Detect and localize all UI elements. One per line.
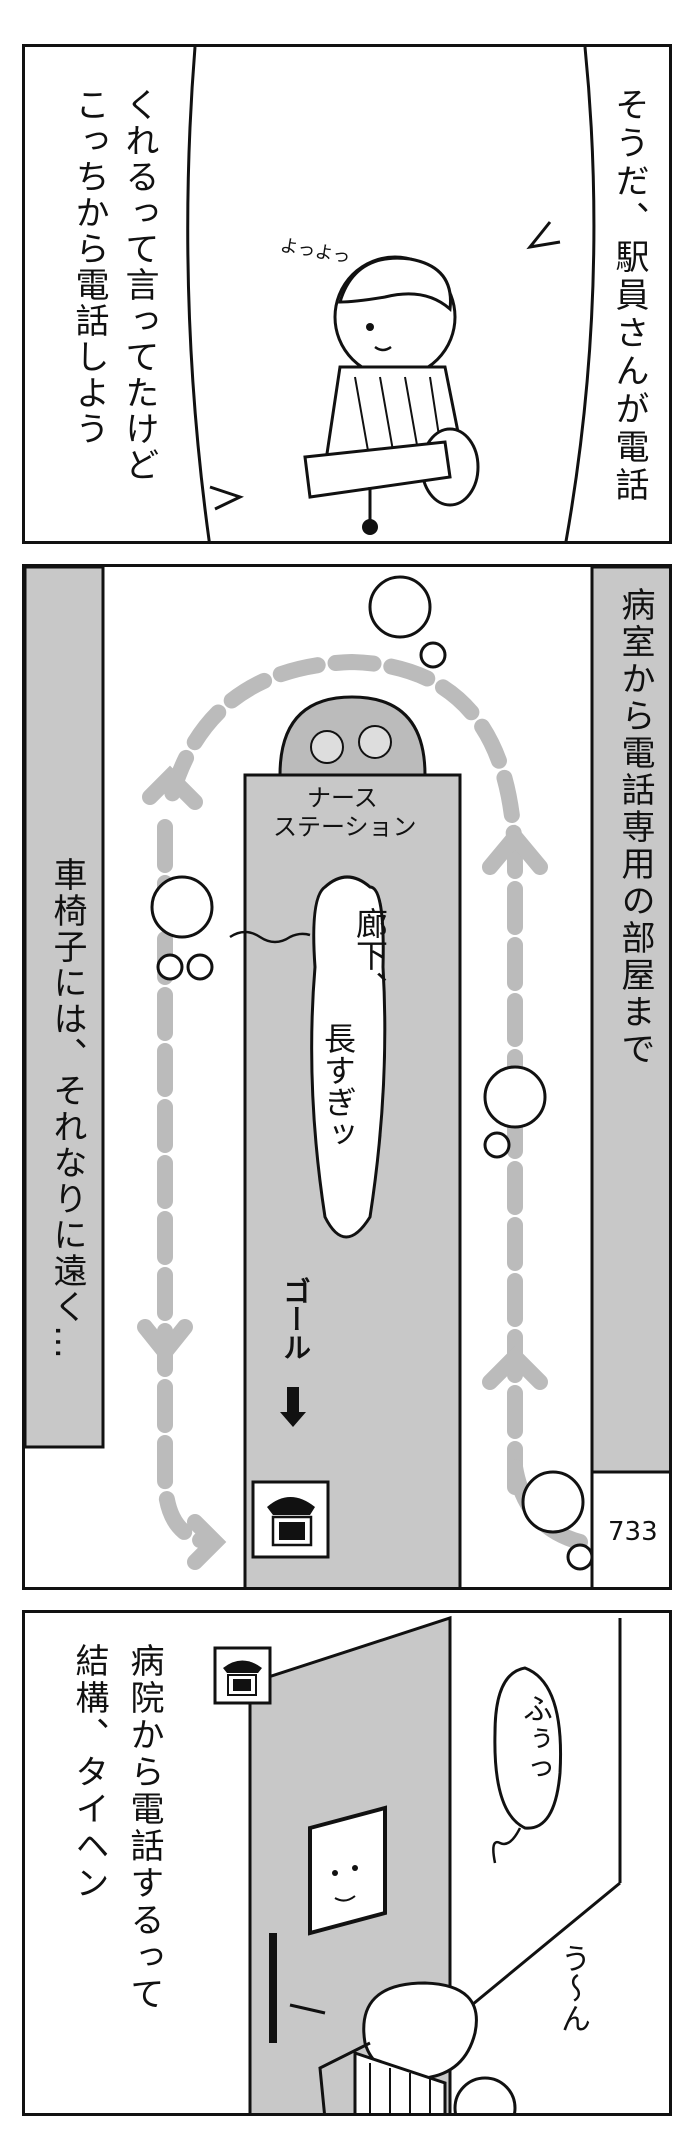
station-label-line2: ステーション (273, 813, 417, 841)
narration-left-col2: こっちから電話しよう (69, 87, 109, 447)
panel-2-art (25, 567, 669, 1587)
phone-sign-icon (251, 1480, 330, 1559)
bubble-col2: 長すぎッ (319, 1022, 357, 1150)
character-left (150, 875, 214, 981)
character-bottom (521, 1470, 594, 1571)
character-wheelchair (303, 255, 480, 535)
goal-label: ゴール (279, 1277, 312, 1361)
bubble-col1: 廊下、 (351, 907, 389, 1003)
room-number: 733 (608, 1517, 658, 1547)
panel-1: そうだ、駅員さんが電話 くれるって言ってたけど こっちから電話しよう よっよっ (22, 44, 672, 544)
sfx-uun: う〜ん (555, 1943, 590, 2033)
caption-right: 病室から電話専用の部屋まで (615, 587, 655, 1068)
panel-3: 病院から電話するって 結構、タイヘン ふぅっ う〜ん (22, 1610, 672, 2116)
panel-1-art (186, 47, 596, 541)
station-label-line1: ナース (307, 784, 378, 812)
bubble-fuu: ふぅっ (517, 1693, 552, 1783)
panel-2: 病室から電話専用の部屋まで 車椅子には、それなりに遠く… ナース ステーション … (22, 564, 672, 1590)
narration-left-col1: くれるって言ってたけど (119, 87, 159, 483)
panel-3-art (213, 1615, 622, 2113)
phone-sign-icon-door (213, 1646, 272, 1705)
narration-col1: 病院から電話するって (124, 1643, 164, 2013)
character-top (368, 575, 447, 669)
narration-right: そうだ、駅員さんが電話 (609, 87, 649, 505)
narration-col2: 結構、タイヘン (69, 1643, 109, 1902)
caption-left: 車椅子には、それなりに遠く… (47, 857, 87, 1361)
character-door (289, 1981, 517, 2113)
character-right (483, 1065, 547, 1159)
